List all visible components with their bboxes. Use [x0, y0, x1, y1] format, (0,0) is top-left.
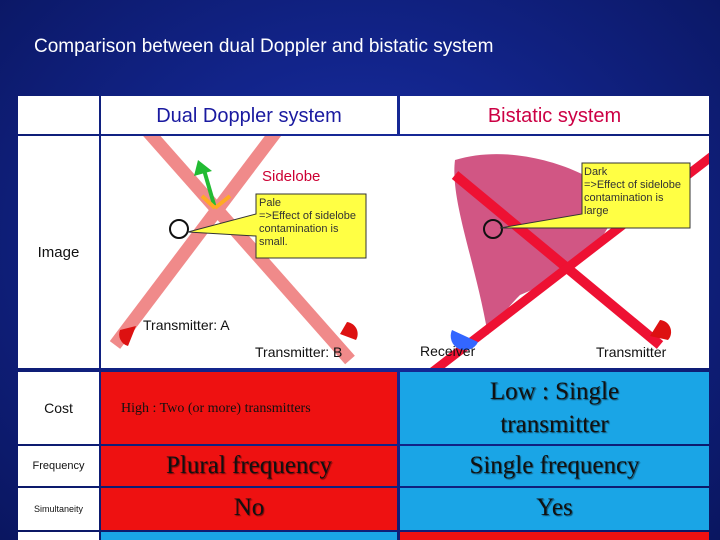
frequency-dual-value: Plural frequency — [166, 452, 332, 479]
simultaneity-dual-cell: No — [101, 488, 397, 530]
receiver-antenna — [450, 330, 478, 351]
row-label-frequency-cell: Frequency — [18, 446, 99, 486]
transmitter-a-antenna — [119, 326, 136, 346]
cost-bistatic-cell: Low : Single transmitter — [400, 372, 709, 444]
dark-note: Dark =>Effect of sidelobe contamination … — [584, 166, 682, 217]
velocity-arrow-orange-2 — [213, 194, 232, 210]
cost-dual-cell: High : Two (or more) transmitters — [101, 372, 397, 444]
transmitter-label: Transmitter — [596, 344, 667, 360]
cost-bistatic-value: Low : Single transmitter — [489, 378, 620, 438]
target-circle-bistatic — [483, 219, 503, 239]
frequency-dual-cell: Plural frequency — [101, 446, 397, 486]
row-label-frequency: Frequency — [32, 460, 85, 472]
header-dual-doppler: Dual Doppler system — [101, 96, 397, 134]
transmitter-b-label: Transmitter: B — [255, 344, 343, 360]
dark-beam — [451, 171, 664, 349]
slide-title: Comparison between dual Doppler and bist… — [34, 36, 494, 57]
row-label-cost-cell: Cost — [18, 372, 99, 444]
transmitter-a-label: Transmitter: A — [143, 317, 230, 333]
row-label-image: Image — [37, 244, 80, 261]
simultaneity-bistatic-cell: Yes — [400, 488, 709, 530]
header-bistatic-label: Bistatic system — [487, 105, 622, 127]
simultaneity-dual-value: No — [233, 494, 265, 521]
velocity-arrow-green-shaft — [202, 169, 217, 209]
transmitter-b-antenna — [340, 322, 358, 340]
row-label-image-cell: Image — [18, 136, 99, 368]
simultaneity-bistatic-value: Yes — [536, 494, 573, 521]
velocity-arrow-green-head — [194, 160, 212, 176]
pale-note: Pale =>Effect of sidelobe contamination … — [259, 197, 357, 248]
velocity-arrow-orange-1 — [200, 194, 217, 210]
frequency-bistatic-value: Single frequency — [469, 452, 640, 479]
next-row-dual-cell — [101, 532, 397, 540]
next-row-label-cell — [18, 532, 99, 540]
next-row-bistatic-cell — [400, 532, 709, 540]
row-label-simultaneity: Simultaneity — [33, 504, 84, 514]
pale-callout-bubble — [187, 193, 367, 259]
target-circle-dual — [169, 219, 189, 239]
transmitter-antenna — [650, 320, 672, 340]
corner-cell — [18, 96, 99, 134]
sidelobe-label: Sidelobe — [262, 168, 321, 185]
row-label-simultaneity-cell: Simultaneity — [18, 488, 99, 530]
header-dual-doppler-label: Dual Doppler system — [156, 105, 342, 127]
receiver-label: Receiver — [420, 343, 476, 359]
frequency-bistatic-cell: Single frequency — [400, 446, 709, 486]
cost-dual-value: High : Two (or more) transmitters — [121, 401, 311, 416]
row-label-cost: Cost — [44, 400, 73, 416]
header-bistatic: Bistatic system — [400, 96, 709, 134]
dark-callout-bubble — [499, 162, 691, 229]
